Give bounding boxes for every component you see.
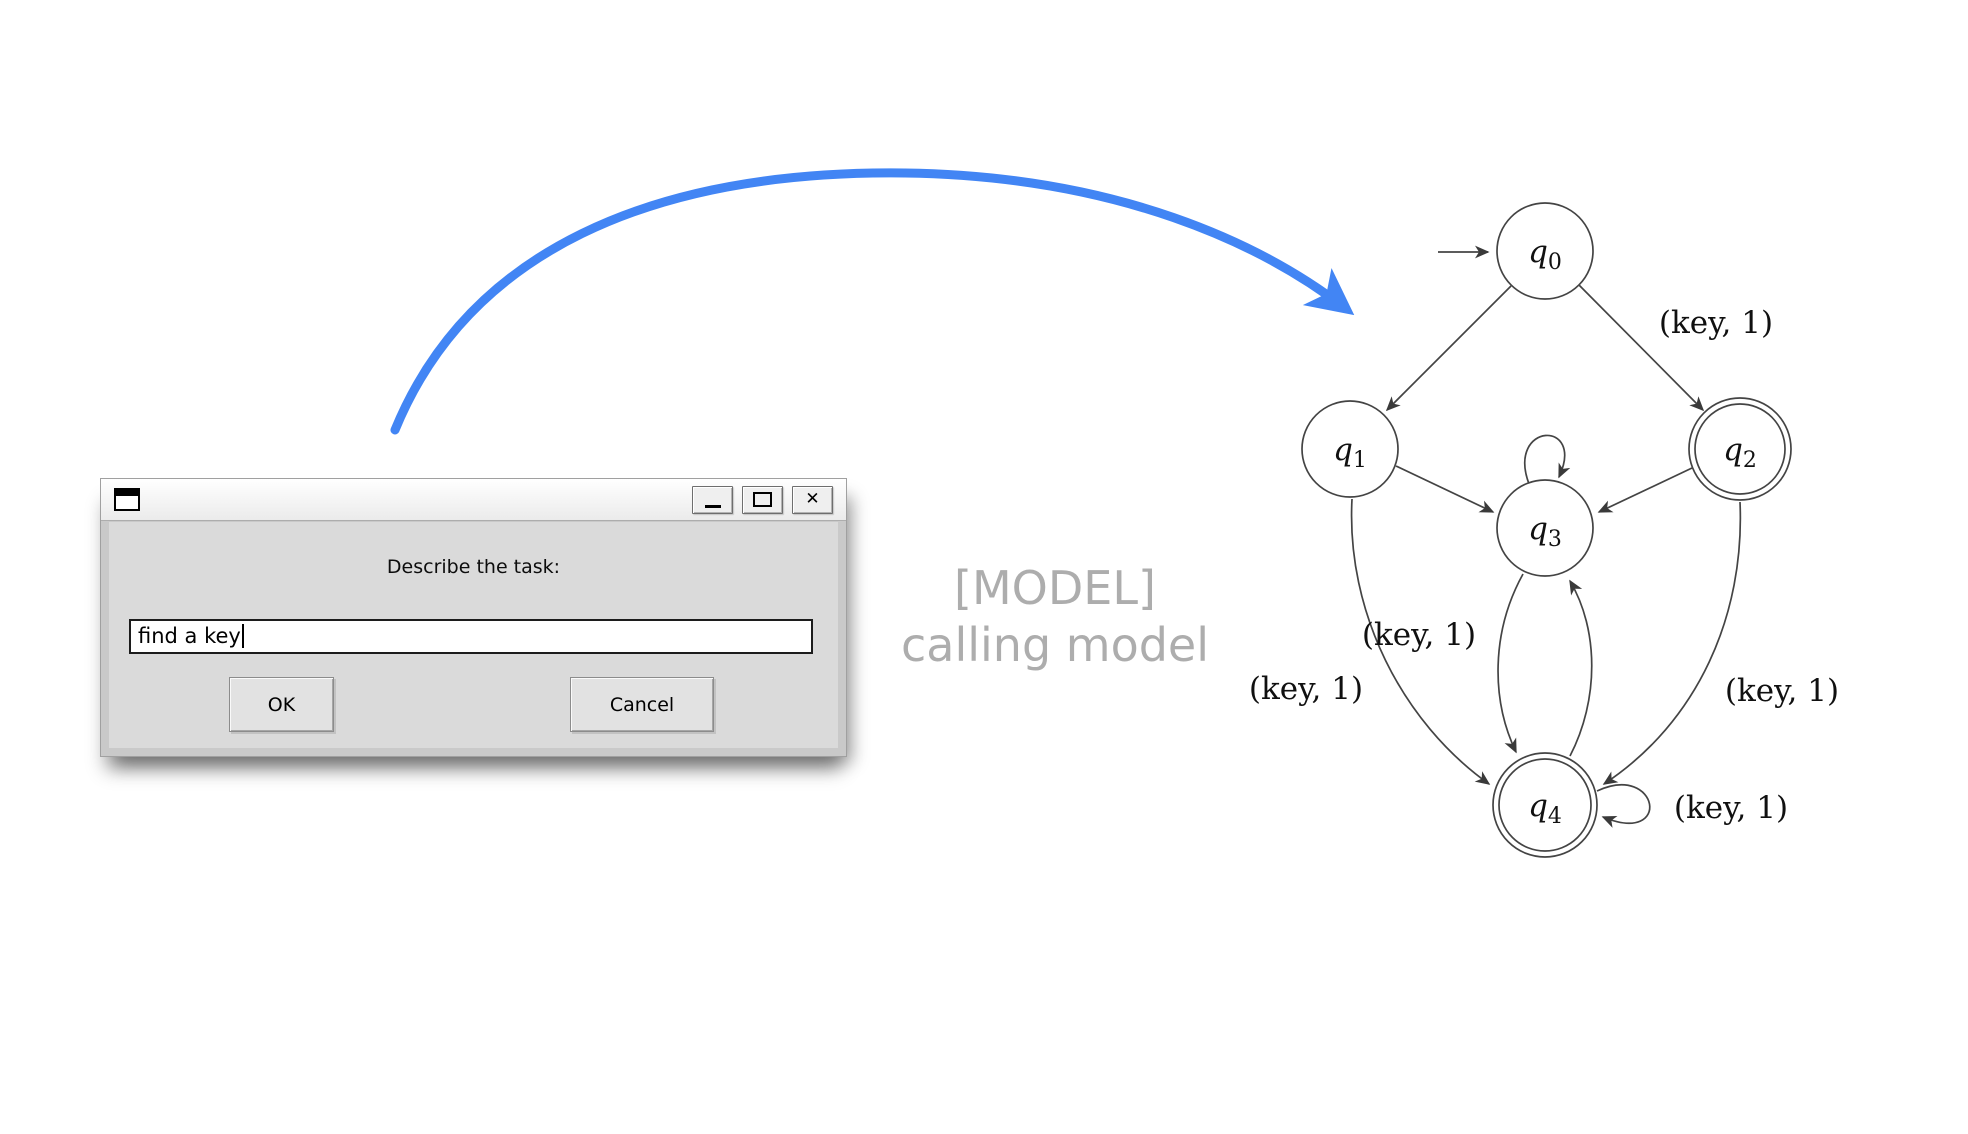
edge-q4-q3	[1569, 579, 1593, 757]
minimize-button[interactable]	[692, 485, 733, 514]
svg-text:q1: q1	[1333, 432, 1367, 473]
maximize-button[interactable]	[742, 485, 783, 514]
close-button[interactable]: ✕	[792, 485, 833, 514]
svg-text:q0: q0	[1528, 234, 1562, 275]
window-icon	[114, 488, 140, 511]
edge-label-q3-q4: (key, 1)	[1362, 617, 1476, 653]
edge-label-q1-q4: (key, 1)	[1249, 671, 1363, 707]
task-input[interactable]: find a key	[129, 619, 813, 654]
task-input-value: find a key	[138, 624, 241, 648]
edge-q0-q2	[1578, 284, 1705, 412]
model-call-arrow	[390, 168, 1355, 435]
edge-q1-q3	[1395, 465, 1495, 513]
cancel-button[interactable]: Cancel	[570, 677, 714, 732]
edge-q2-q3	[1597, 467, 1693, 513]
state-q2: q2	[1688, 397, 1792, 501]
ok-button[interactable]: OK	[229, 677, 334, 732]
model-status-line1: [MODEL]	[954, 561, 1156, 615]
state-q0: q0	[1496, 202, 1594, 300]
edge-q3-q4	[1497, 573, 1524, 754]
edge-q0-q1	[1385, 285, 1512, 412]
edge-q1-q4	[1350, 498, 1491, 785]
model-status-text: [MODEL] calling model	[875, 560, 1235, 674]
close-icon: ✕	[805, 489, 820, 509]
task-dialog: ✕ Describe the task: find a key OK Cance…	[100, 478, 847, 757]
svg-text:q4: q4	[1528, 788, 1562, 829]
minimize-icon	[704, 504, 721, 508]
edge-label-q0-q2: (key, 1)	[1659, 305, 1773, 341]
state-q3: q3	[1496, 479, 1594, 577]
edge-q4-q4-loop	[1596, 784, 1651, 828]
automaton-diagram: q0 q1 q2 q3 q4 (key, 1) (key, 1	[1249, 202, 1839, 858]
state-q1: q1	[1301, 400, 1399, 498]
dialog-prompt: Describe the task:	[386, 556, 561, 578]
text-caret	[241, 624, 244, 648]
svg-text:q3: q3	[1528, 511, 1562, 552]
dialog-titlebar[interactable]: ✕	[101, 479, 846, 521]
edge-label-q4-q4: (key, 1)	[1674, 790, 1788, 826]
maximize-icon	[753, 492, 772, 507]
svg-text:q2: q2	[1723, 432, 1757, 473]
dialog-body: Describe the task: find a key OK Cancel	[109, 522, 838, 748]
edge-q2-q4	[1602, 501, 1742, 785]
state-q4: q4	[1492, 752, 1598, 858]
model-status-line2: calling model	[900, 618, 1210, 672]
edge-q3-q3-loop	[1523, 434, 1571, 485]
edge-label-q2-q4: (key, 1)	[1725, 673, 1839, 709]
model-call-arrow-path	[390, 168, 1355, 435]
